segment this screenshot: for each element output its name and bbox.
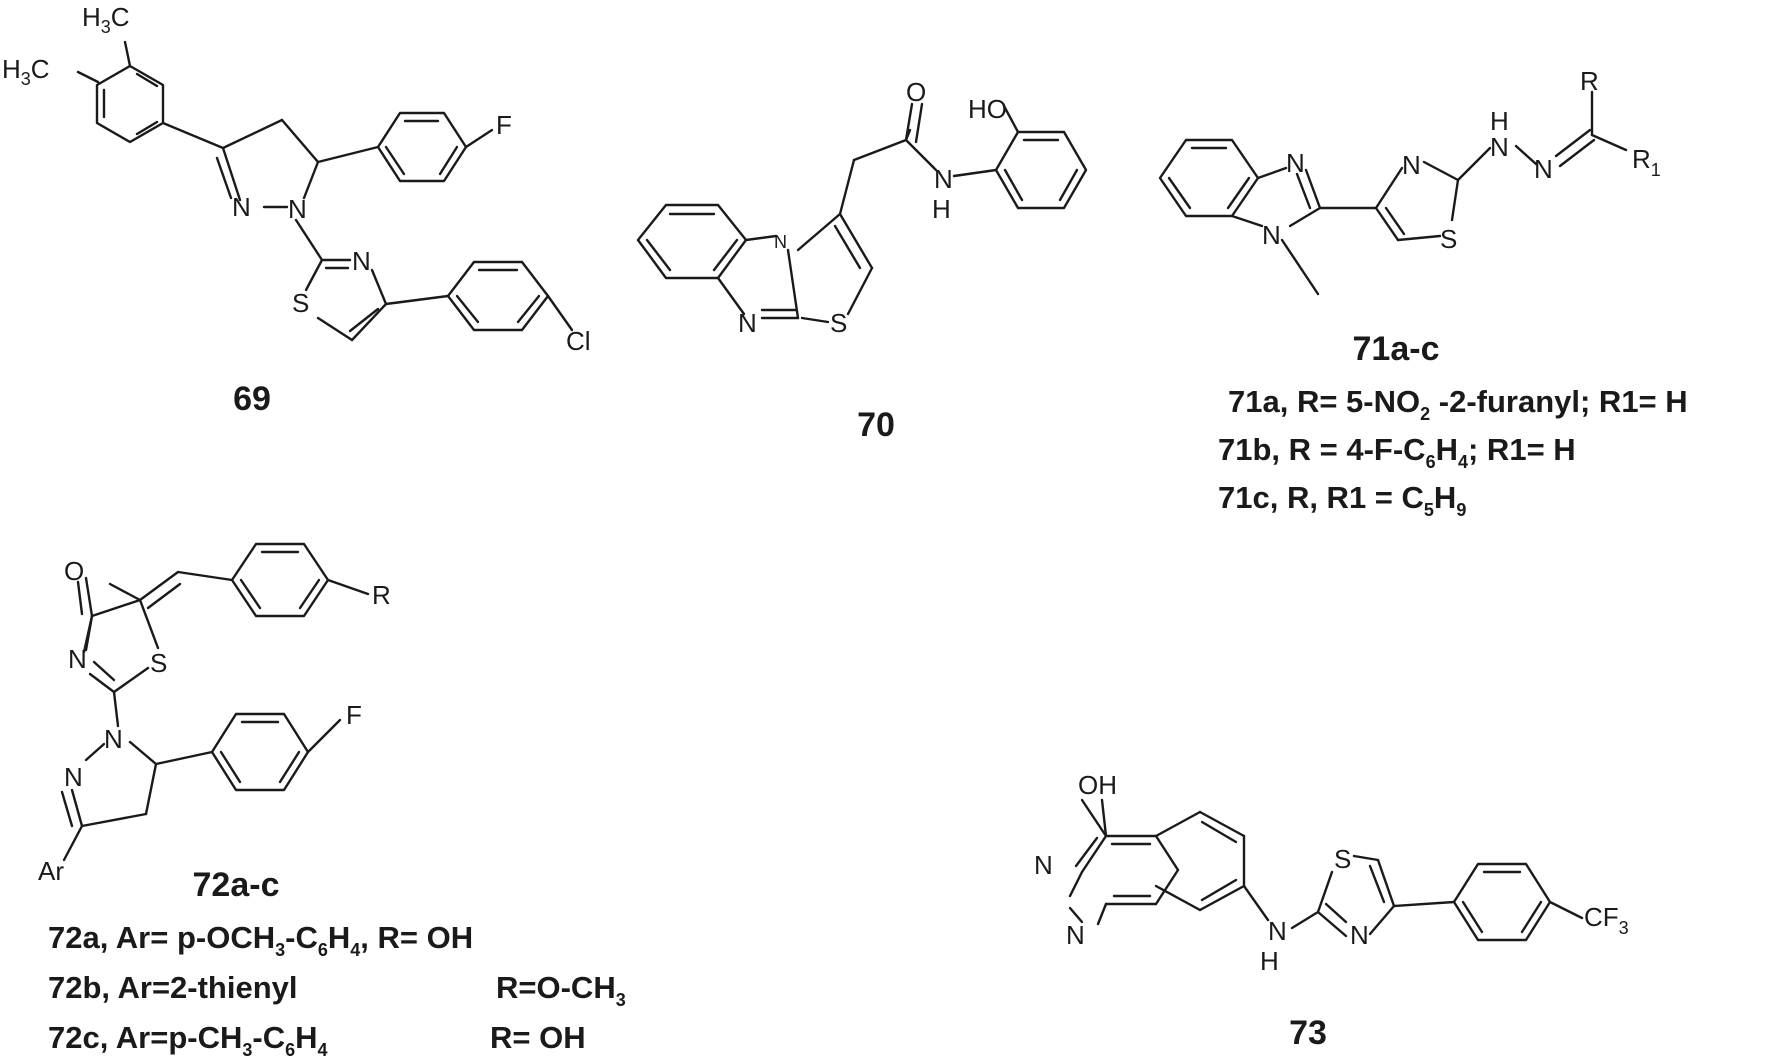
c72-fluorine: F: [346, 700, 362, 730]
c71-hydrazone-h: H: [1490, 106, 1509, 136]
c72-r-group: R: [372, 580, 391, 610]
c69-thiazole-s: S: [292, 288, 309, 318]
c73-trifluoromethyl: CF3: [1584, 902, 1629, 938]
compound-71-label: 71a-c: [1353, 330, 1440, 368]
c69-pyrazoline-n2: N: [288, 194, 307, 224]
compound-70: HO O N H N N S 70: [636, 77, 1088, 444]
compound-71: N N N S H N N R R1 71a-c 71a, R= 5-NO2 -…: [1158, 66, 1688, 520]
c73-thiazole-n: N: [1350, 920, 1369, 950]
c71-imine-n: N: [1534, 154, 1553, 184]
compound-69-label: 69: [233, 380, 271, 418]
c73-pyrimidine-n-bottom: N: [1066, 920, 1085, 950]
c72c-r-value: R= OH: [490, 1020, 586, 1055]
c70-hydroxyl: HO: [968, 94, 1007, 124]
c70-imidazole-n: N: [738, 308, 757, 338]
c69-chlorine: Cl: [566, 326, 591, 356]
c71-r1-group: R1: [1632, 144, 1661, 180]
c70-thiazole-s: S: [830, 308, 847, 338]
c72c-description: 72c, Ar=p-CH3-C6H4: [48, 1020, 328, 1060]
c73-pyrimidine-n-top: N: [1034, 850, 1053, 880]
c69-fluorine: F: [496, 110, 512, 140]
c69-methyl-side: H3C: [2, 54, 50, 89]
compound-73: OH N N S N N H CF3 73: [1034, 770, 1629, 1052]
compound-70-label: 70: [857, 406, 895, 444]
c72-aryl: Ar: [38, 856, 64, 886]
c71-imidazole-n: N: [1286, 148, 1305, 178]
c72b-description: 72b, Ar=2-thienyl: [48, 970, 298, 1005]
c73-hydroxyl: OH: [1078, 770, 1117, 800]
c71a-description: 71a, R= 5-NO2 -2-furanyl; R1= H: [1228, 384, 1688, 424]
c72a-description: 72a, Ar= p-OCH3-C6H4, R= OH: [48, 920, 473, 960]
c69-pyrazoline-n1: N: [232, 192, 251, 222]
c71c-description: 71c, R, R1 = C5H9: [1218, 480, 1466, 520]
c69-thiazole-n: N: [352, 246, 371, 276]
c71-hydrazone-nh: N: [1490, 132, 1509, 162]
c70-carbonyl-o: O: [906, 77, 926, 107]
c73-amine-n: N: [1268, 916, 1287, 946]
c71-thiazole-s: S: [1440, 224, 1457, 254]
c71-r-group: R: [1580, 66, 1599, 96]
c72-pyrazoline-n1: N: [104, 724, 123, 754]
compound-72-label: 72a-c: [193, 866, 280, 904]
c70-amide-n: N: [934, 164, 953, 194]
c73-amine-h: H: [1260, 946, 1279, 976]
c71b-description: 71b, R = 4-F-C6H4; R1= H: [1218, 432, 1576, 472]
c69-methyl-top: H3C: [82, 2, 130, 37]
c71-thiazole-n: N: [1402, 150, 1421, 180]
c72-thiazole-n: N: [68, 644, 87, 674]
compound-72: O R N S F N N Ar 72a-c 72a, Ar= p-OCH3-C…: [38, 542, 626, 1060]
c73-thiazole-s: S: [1334, 844, 1351, 874]
c70-amide-h: H: [932, 194, 951, 224]
c72b-r-value: R=O-CH3: [496, 970, 626, 1010]
c71-methyl-n: N: [1262, 220, 1281, 250]
compound-73-label: 73: [1289, 1014, 1327, 1052]
c72-thiazole-s: S: [150, 648, 167, 678]
c70-bridge-n: N: [774, 232, 787, 252]
c72-carbonyl-o: O: [64, 556, 84, 586]
compound-69: H3C H3C F N N N S Cl 69: [2, 2, 591, 418]
c72-pyrazoline-n2: N: [64, 762, 83, 792]
